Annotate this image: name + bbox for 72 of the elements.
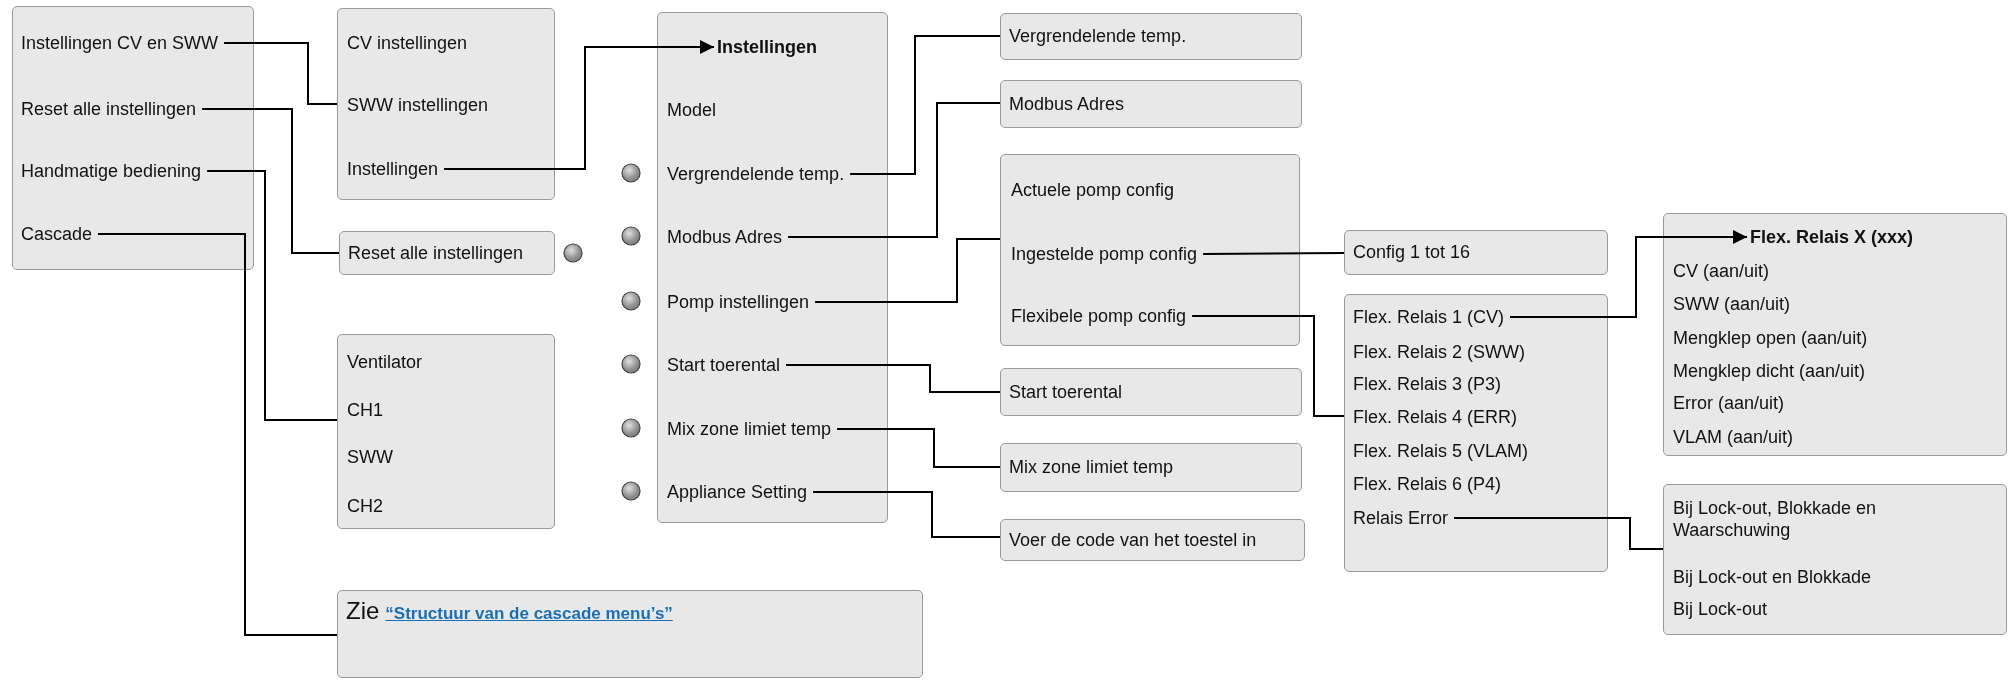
arrow xyxy=(443,40,715,170)
menu-item: Flexibele pomp config xyxy=(1011,305,1191,327)
menu-panel xyxy=(337,334,555,529)
menu-panel xyxy=(657,12,888,523)
menu-item: Instellingen xyxy=(347,158,443,180)
menu-item: Bij Lock-out, Blokkade en Waarschuwing xyxy=(1673,497,1993,541)
connector-line xyxy=(812,491,1001,538)
menu-panel xyxy=(1344,294,1608,572)
connector-line xyxy=(836,428,1001,468)
menu-item: Start toerental xyxy=(667,354,785,376)
menu-item: Modbus Adres xyxy=(667,226,787,248)
connector-line xyxy=(223,42,338,105)
menu-item: Ingestelde pomp config xyxy=(1011,243,1202,265)
setting-box: Config 1 tot 16 xyxy=(1344,230,1608,275)
menu-item: Bij Lock-out en Blokkade xyxy=(1673,566,1876,588)
arrow xyxy=(1509,230,1748,318)
connector-line xyxy=(201,108,340,254)
menu-item: Flex. Relais 4 (ERR) xyxy=(1353,406,1522,428)
setting-box: Mix zone limiet temp xyxy=(1000,443,1302,492)
setting-box: Voer de code van het toestel in xyxy=(1000,519,1305,561)
connector-line xyxy=(206,170,338,421)
menu-item: Flex. Relais 1 (CV) xyxy=(1353,306,1509,328)
menu-item: SWW instellingen xyxy=(347,94,493,116)
menu-panel xyxy=(12,6,254,270)
connector-line xyxy=(97,233,338,636)
menu-item: Flex. Relais 6 (P4) xyxy=(1353,473,1506,495)
connector-line xyxy=(1453,517,1664,550)
menu-heading: Instellingen xyxy=(717,36,821,58)
menu-item: Mix zone limiet temp xyxy=(667,418,836,440)
menu-item: Flex. Relais 5 (VLAM) xyxy=(1353,440,1533,462)
menu-item: Cascade xyxy=(21,223,97,245)
menu-item: Error (aan/uit) xyxy=(1673,392,1789,414)
menu-item: CV (aan/uit) xyxy=(1673,260,1774,282)
menu-item: SWW (aan/uit) xyxy=(1673,293,1795,315)
menu-panel xyxy=(1663,213,2007,456)
setting-box: Vergrendelende temp. xyxy=(1000,13,1302,60)
menu-item: Vergrendelende temp. xyxy=(667,163,849,185)
menu-item: Model xyxy=(667,99,721,121)
menu-item: Instellingen CV en SWW xyxy=(21,32,223,54)
setting-box: Start toerental xyxy=(1000,368,1302,416)
menu-item: Relais Error xyxy=(1353,507,1453,529)
menu-item: Flex. Relais 2 (SWW) xyxy=(1353,341,1529,363)
menu-item: CH2 xyxy=(347,495,387,517)
menu-heading: Flex. Relais X (xxx) xyxy=(1750,226,1918,248)
menu-item: CH1 xyxy=(347,399,387,421)
menu-item: Actuele pomp config xyxy=(1011,179,1179,201)
menu-item: Pomp instellingen xyxy=(667,291,814,313)
menu-item: Ventilator xyxy=(347,351,427,373)
link: “Structuur van de cascade menu’s” xyxy=(385,604,673,623)
menu-item: Bij Lock-out xyxy=(1673,598,1772,620)
menu-item: VLAM (aan/uit) xyxy=(1673,426,1798,448)
menu-item: Flex. Relais 3 (P3) xyxy=(1353,373,1506,395)
menu-item: Appliance Setting xyxy=(667,481,812,503)
menu-panel xyxy=(1663,484,2007,635)
connector-line xyxy=(787,102,1001,238)
menu-item: Handmatige bediening xyxy=(21,160,206,182)
menu-panel xyxy=(337,8,555,200)
setting-box: Modbus Adres xyxy=(1000,80,1302,128)
connector-line xyxy=(785,364,1001,393)
menu-item: SWW xyxy=(347,446,397,468)
menu-item: Mengklep open (aan/uit) xyxy=(1673,327,1872,349)
setting-box: Reset alle instellingen xyxy=(339,231,555,275)
note-panel xyxy=(337,590,923,678)
menu-item: Reset alle instellingen xyxy=(21,98,201,120)
note-text: Zie xyxy=(346,597,380,624)
menu-panel xyxy=(1000,154,1300,346)
connector-line xyxy=(1191,315,1345,417)
connector-line xyxy=(849,35,1001,175)
menu-item: Mengklep dicht (aan/uit) xyxy=(1673,360,1870,382)
menu-item: CV instellingen xyxy=(347,32,472,54)
connector-line xyxy=(814,238,1001,303)
connector-line xyxy=(1202,252,1345,255)
